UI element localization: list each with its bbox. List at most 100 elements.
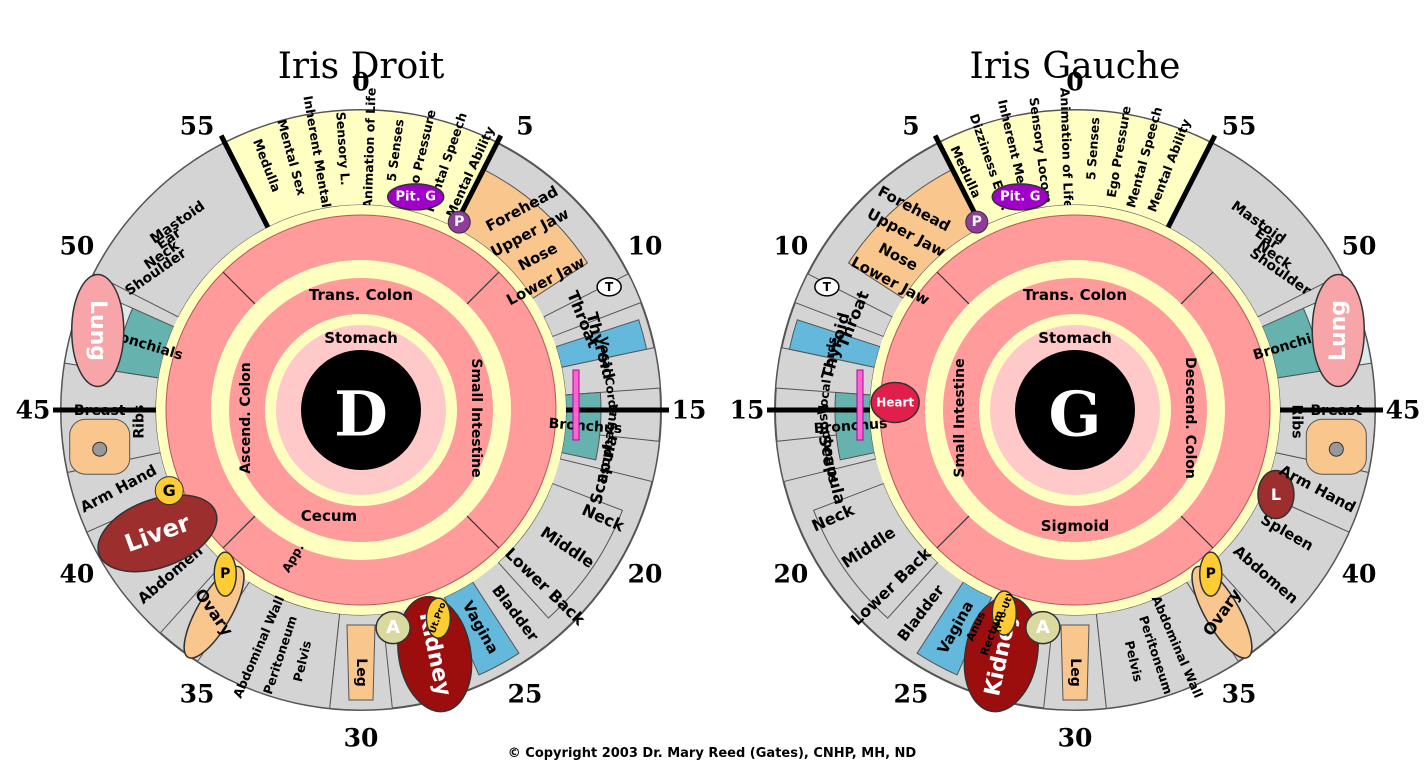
pupil	[1015, 350, 1135, 470]
pineal-label: P	[972, 214, 982, 230]
uterus-prostate-shape	[425, 597, 452, 639]
throat-badge	[596, 277, 622, 297]
clock-5: 5	[902, 111, 919, 140]
sigmoid-label: Sigmoid	[1041, 517, 1110, 535]
clock-15: 15	[730, 396, 765, 425]
inner-divider-0	[466, 271, 500, 305]
inner-divider-0	[936, 271, 970, 305]
pineal-shape	[447, 210, 471, 234]
breast-label: Breast	[74, 403, 126, 419]
lung-label: Lung	[85, 300, 110, 361]
clock-0: 0	[352, 68, 369, 97]
prostate-uterus-shape	[991, 590, 1018, 636]
copyright: © Copyright 2003 Dr. Mary Reed (Gates), …	[508, 746, 917, 761]
inner-divider-2	[1180, 515, 1214, 549]
leg-shape	[1060, 624, 1090, 701]
nipple-shape	[92, 441, 108, 457]
pineal-shape	[965, 210, 989, 234]
inner-divider-3	[1180, 271, 1214, 305]
trans-colon-label: Trans. Colon	[309, 286, 413, 304]
brain-label-4: Animation of Life	[360, 87, 379, 208]
throat-badge-label: T	[605, 280, 614, 294]
nipple-shape	[1328, 441, 1344, 457]
clock-55: 55	[1222, 111, 1257, 140]
leg-label: Leg	[353, 658, 369, 686]
clock-20: 20	[774, 560, 809, 589]
lung-label: Lung	[1326, 300, 1351, 361]
pancreas-shape	[213, 551, 237, 597]
descending-colon-label: Descend. Colon	[1182, 357, 1198, 479]
center-letter: G	[1049, 378, 1102, 451]
center-letter: D	[334, 378, 388, 451]
adrenal-label: A	[1036, 617, 1050, 638]
pituitary-label: Pit. G	[1000, 189, 1040, 204]
clock-40: 40	[60, 560, 95, 589]
clock-20: 20	[628, 560, 663, 589]
clock-50: 50	[60, 232, 95, 261]
clock-5: 5	[516, 111, 533, 140]
clock-40: 40	[1342, 560, 1377, 589]
l-shape	[1257, 469, 1295, 520]
throat-badge	[814, 277, 840, 297]
ribs-label: Ribs	[1289, 405, 1305, 439]
pituitary-shape	[991, 183, 1050, 211]
breast-label: Breast	[1311, 403, 1363, 419]
clock-10: 10	[628, 232, 663, 261]
ascending-colon-label: Ascend. Colon	[238, 362, 254, 473]
clock-50: 50	[1342, 232, 1377, 261]
inner-divider-1	[936, 515, 970, 549]
throat-badge-label: T	[823, 280, 832, 294]
brain-label-3: Sensory L.	[333, 111, 353, 186]
heart-label: Heart	[876, 395, 914, 409]
small-intestine-label: Small Intestine	[952, 358, 968, 477]
clock-0: 0	[1066, 68, 1083, 97]
clock-45: 45	[1386, 396, 1421, 425]
gallbladder-label: G	[163, 481, 176, 500]
adrenal-shape	[1025, 610, 1061, 645]
adrenal-shape	[375, 610, 411, 645]
clock-55: 55	[180, 111, 215, 140]
pituitary-shape	[386, 183, 445, 211]
clock-25: 25	[508, 680, 543, 709]
cecum-label: Cecum	[301, 507, 357, 525]
clock-30: 30	[1058, 724, 1093, 753]
clock-10: 10	[774, 232, 809, 261]
adrenal-label: A	[386, 617, 400, 638]
l-label: L	[1271, 485, 1281, 504]
iris-title: Iris Gauche	[970, 46, 1181, 87]
lung-shape	[70, 273, 125, 388]
heart-shape	[870, 381, 920, 424]
brain-label-3: 5 Senses	[1083, 117, 1102, 181]
clock-35: 35	[1222, 680, 1257, 709]
iris-title: Iris Droit	[278, 46, 445, 87]
clock-35: 35	[180, 680, 215, 709]
inner-divider-1	[466, 515, 500, 549]
pancreas-label: P	[220, 566, 230, 582]
lung-shape	[1311, 273, 1366, 388]
clock-25: 25	[894, 680, 929, 709]
leg-label: Leg	[1067, 658, 1083, 686]
pupil	[301, 350, 421, 470]
bronchus-tube	[856, 369, 864, 441]
pineal-label: P	[454, 214, 464, 230]
gallbladder-shape	[154, 476, 184, 506]
stomach-label: Stomach	[1038, 329, 1112, 347]
brain-label-4: Animation of Life	[1057, 87, 1076, 208]
leg-shape	[346, 624, 376, 701]
bronchus-tube	[572, 369, 580, 441]
bronchus-label: Bronchus	[548, 416, 623, 437]
inner-divider-3	[222, 271, 256, 305]
inner-divider-2	[222, 515, 256, 549]
bronchus-label: Bronchus	[813, 416, 888, 437]
pancreas-label: P	[1206, 566, 1216, 582]
stomach-label: Stomach	[324, 329, 398, 347]
small-intestine-label: Small Intestine	[468, 358, 484, 477]
pituitary-label: Pit. G	[396, 189, 436, 204]
trans-colon-label: Trans. Colon	[1023, 286, 1127, 304]
clock-15: 15	[672, 396, 707, 425]
ribs-label: Ribs	[131, 405, 147, 439]
clock-45: 45	[16, 396, 51, 425]
